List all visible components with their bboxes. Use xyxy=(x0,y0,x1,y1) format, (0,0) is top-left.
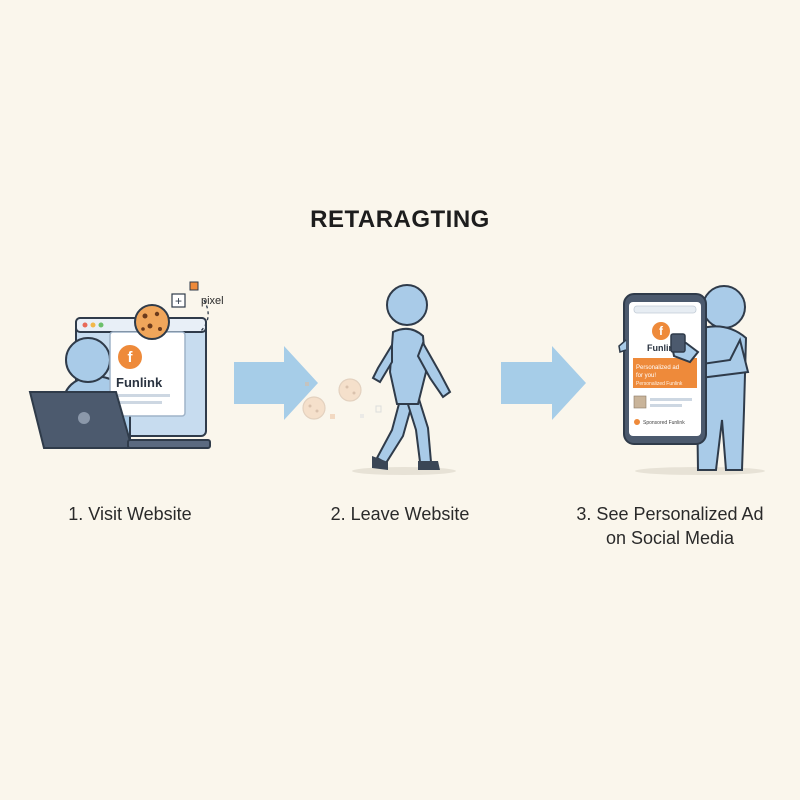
brand-logo-letter: f xyxy=(128,349,134,366)
ad-line1: Personalized ad xyxy=(636,365,679,371)
phone-footer-text: Sponsored Funlink xyxy=(643,420,685,426)
ad-subline: Personalized Funlink xyxy=(636,381,683,387)
step-3-label: 3. See Personalized Ad on Social Media xyxy=(560,502,780,550)
step-3-label-line2: on Social Media xyxy=(605,528,735,548)
arrow-right-icon xyxy=(234,346,318,420)
avatar xyxy=(633,395,647,409)
fading-cookie-icon xyxy=(302,378,382,420)
ad-banner xyxy=(633,358,697,388)
pixel-plus-symbol: + xyxy=(175,294,182,308)
website-brand-name: Funlink xyxy=(116,375,163,390)
cookie-icon xyxy=(134,304,170,340)
person-icon xyxy=(693,285,750,471)
ad-line2: for you! xyxy=(636,373,656,379)
walking-person-icon xyxy=(352,284,456,475)
brand-logo-icon xyxy=(652,322,670,340)
step-1-visit-website: f Funlink + pixel xyxy=(28,281,224,449)
laptop-icon xyxy=(28,391,211,449)
step-1-label: 1. Visit Website xyxy=(68,504,192,524)
step-2-label: 2. Leave Website xyxy=(330,504,470,524)
step-3-personalized-ad: f Funlink Personalized ad for you! Perso… xyxy=(618,285,765,475)
arrow-right-icon xyxy=(501,346,586,420)
website-card: f Funlink xyxy=(109,331,186,417)
phone-icon: f Funlink Personalized ad for you! Perso… xyxy=(618,293,707,445)
step-2-leave-website xyxy=(302,284,456,475)
diagram-title: RETARAGTING xyxy=(310,206,490,233)
pixel-label: pixel xyxy=(201,295,224,307)
phone-brand-logo-letter: f xyxy=(659,324,664,338)
phone-brand-name: Funlink xyxy=(647,343,680,353)
brand-logo-icon xyxy=(118,345,142,369)
step-3-label-line1: 3. See Personalized Ad xyxy=(576,504,764,524)
pixel-tracker-icon: + pixel xyxy=(171,281,224,333)
